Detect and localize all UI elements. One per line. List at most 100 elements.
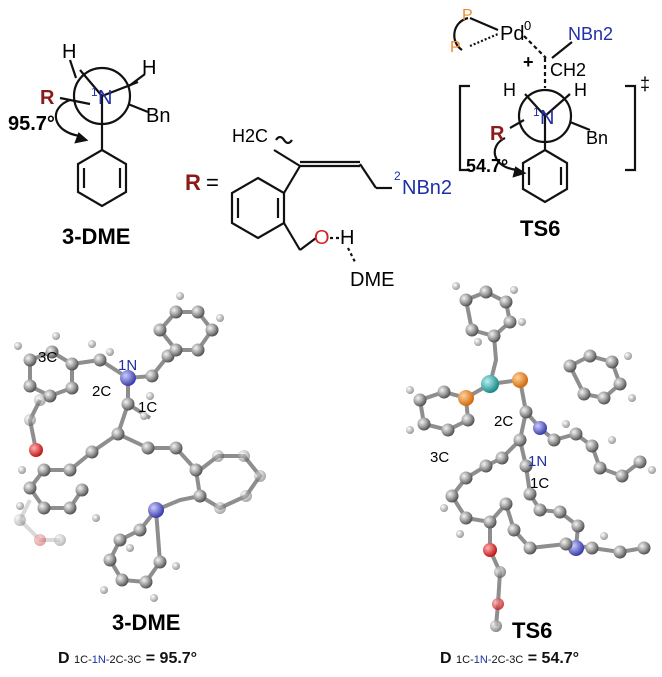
bn-label-ts: Bn bbox=[586, 128, 608, 148]
atom-c bbox=[483, 515, 497, 529]
atom-c bbox=[63, 463, 77, 477]
atom-c bbox=[569, 427, 583, 441]
atom-pd bbox=[481, 375, 499, 393]
atom-c bbox=[479, 285, 493, 299]
atom-c bbox=[191, 305, 205, 319]
atom-c bbox=[613, 377, 627, 391]
atom-h bbox=[14, 342, 22, 350]
atom-h bbox=[100, 586, 108, 594]
atom-c bbox=[613, 545, 627, 559]
c2-label-ts6: 2C bbox=[494, 413, 513, 430]
caption-3dme-bottom: 3-DME bbox=[112, 610, 180, 635]
atom-h bbox=[562, 420, 570, 428]
c3-label-ts6: 3C bbox=[430, 449, 449, 466]
atom-h bbox=[518, 318, 526, 326]
pd-super: 0 bbox=[524, 18, 531, 33]
atom-c bbox=[14, 514, 26, 526]
atom-h bbox=[106, 348, 114, 356]
atom-c bbox=[637, 541, 651, 555]
atom-c bbox=[141, 441, 155, 455]
atom-h bbox=[140, 412, 148, 420]
n1-super: 1 bbox=[91, 85, 98, 99]
atom-c bbox=[139, 575, 153, 589]
atom-c bbox=[507, 523, 521, 537]
atom-c bbox=[533, 503, 547, 517]
atom-h bbox=[600, 532, 608, 540]
atom-p bbox=[512, 372, 528, 388]
atom-c bbox=[597, 391, 611, 405]
atom-o bbox=[34, 534, 46, 546]
atom-c bbox=[133, 523, 147, 537]
atoms-3dme bbox=[14, 292, 266, 602]
atom-c bbox=[615, 469, 629, 483]
atom-c bbox=[23, 481, 37, 495]
n2-super: 2 bbox=[394, 169, 401, 183]
atom-h bbox=[648, 466, 656, 474]
atom-h bbox=[150, 594, 158, 602]
r-label: R bbox=[40, 87, 55, 109]
angle-label-ts: 54.7° bbox=[466, 156, 508, 176]
atom-c bbox=[585, 439, 599, 453]
atom-h bbox=[456, 530, 464, 538]
atom-c bbox=[593, 461, 607, 475]
angle-label: 95.7° bbox=[8, 113, 55, 135]
atom-c bbox=[445, 489, 459, 503]
atom-c bbox=[605, 355, 619, 369]
hydrogen-label: H bbox=[340, 227, 354, 249]
atom-c bbox=[563, 359, 577, 373]
atom-h bbox=[172, 562, 180, 570]
r-definition: R bbox=[185, 170, 201, 195]
atom-c bbox=[115, 573, 129, 587]
atom-c bbox=[495, 451, 509, 465]
atom-c bbox=[461, 413, 475, 427]
atom-c bbox=[577, 387, 591, 401]
n1-label-3dme: 1N bbox=[118, 357, 137, 374]
ch2-label: CH2 bbox=[550, 60, 586, 80]
atom-c bbox=[240, 490, 252, 502]
dihedral-ts6: D 1C-1N-2C-3C = 54.7° bbox=[440, 650, 580, 667]
atom-n bbox=[148, 502, 164, 518]
atom-o bbox=[483, 543, 497, 557]
atom-c bbox=[63, 501, 77, 515]
atom-c bbox=[633, 455, 647, 469]
atom-h bbox=[52, 332, 60, 340]
atom-c bbox=[193, 489, 207, 503]
atom-h bbox=[452, 282, 460, 290]
n1-label-ts: N bbox=[540, 107, 554, 129]
atom-h bbox=[474, 338, 482, 346]
atom-c bbox=[459, 471, 473, 485]
atom-c bbox=[413, 393, 427, 407]
atom-h bbox=[88, 340, 96, 348]
atom-c bbox=[54, 534, 66, 546]
dihedral-3dme: D 1C-1N-2C-3C = 95.7° bbox=[58, 650, 198, 667]
atom-c bbox=[519, 405, 533, 419]
h-label-ts-right: H bbox=[574, 80, 587, 100]
atom-p bbox=[458, 390, 474, 406]
atom-h bbox=[16, 502, 24, 510]
h2c-label: H2C bbox=[232, 126, 268, 146]
atom-c bbox=[519, 459, 533, 473]
atom-c bbox=[191, 343, 205, 357]
atom-n bbox=[533, 421, 547, 435]
atom-c bbox=[23, 379, 37, 393]
caption-ts6-bottom: TS6 bbox=[512, 618, 552, 643]
caption-ts6-top: TS6 bbox=[520, 216, 560, 241]
atom-h bbox=[406, 426, 414, 434]
atom-c bbox=[75, 483, 89, 497]
atom-c bbox=[205, 323, 219, 337]
bn-label: Bn bbox=[146, 105, 170, 127]
c1-label-ts6: 1C bbox=[530, 475, 549, 492]
h-label-left: H bbox=[62, 41, 76, 63]
pd-label: Pd bbox=[500, 23, 524, 45]
atom-h bbox=[624, 352, 632, 360]
atom-c bbox=[503, 315, 517, 329]
atom-c bbox=[103, 553, 117, 567]
atom-c bbox=[459, 511, 473, 525]
atom-h bbox=[216, 314, 224, 322]
atom-c bbox=[441, 423, 455, 437]
atom-c bbox=[585, 541, 599, 555]
atom-c bbox=[583, 349, 597, 363]
atom-c bbox=[494, 566, 506, 578]
atom-h bbox=[176, 292, 184, 300]
atom-o bbox=[29, 443, 43, 457]
